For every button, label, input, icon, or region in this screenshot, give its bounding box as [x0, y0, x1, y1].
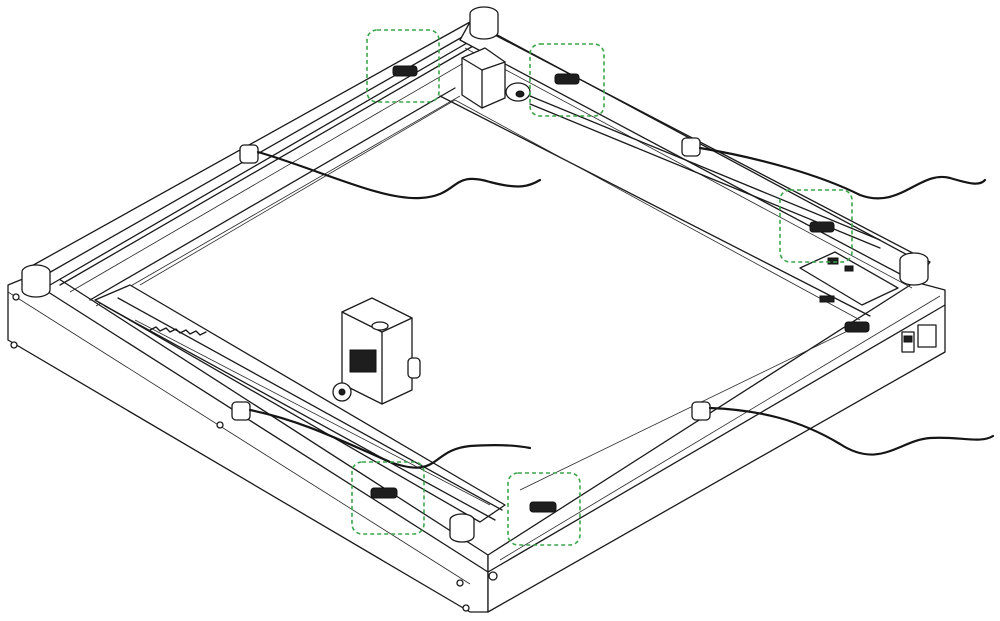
left-rail	[27, 21, 487, 307]
pad-back-left	[392, 65, 418, 77]
cables	[248, 146, 995, 469]
highlight-boxes	[351, 29, 853, 546]
highlight-back-right-mount	[529, 43, 605, 117]
highlight-back-left-mount	[366, 29, 440, 103]
highlight-right-mount	[779, 189, 853, 263]
pad-back-right	[554, 73, 580, 85]
foot-left	[21, 264, 51, 298]
highlight-front-left-mount	[351, 461, 425, 535]
control-board	[799, 251, 899, 306]
foot-right	[899, 252, 929, 286]
pad-front-corner	[844, 321, 870, 333]
front-side-panel	[7, 269, 489, 613]
x-gantry-beam	[94, 284, 506, 523]
work-area	[139, 99, 861, 491]
laser-module	[332, 297, 421, 405]
pad-front-right	[529, 501, 557, 513]
highlight-front-right-mount	[507, 472, 581, 546]
right-side-panel	[487, 281, 946, 613]
pad-right	[809, 221, 835, 233]
foot-front	[449, 513, 475, 543]
mount-pads	[231, 65, 870, 513]
foot-back	[469, 6, 499, 40]
corner-feet	[21, 6, 929, 543]
pad-front-left	[370, 487, 398, 499]
